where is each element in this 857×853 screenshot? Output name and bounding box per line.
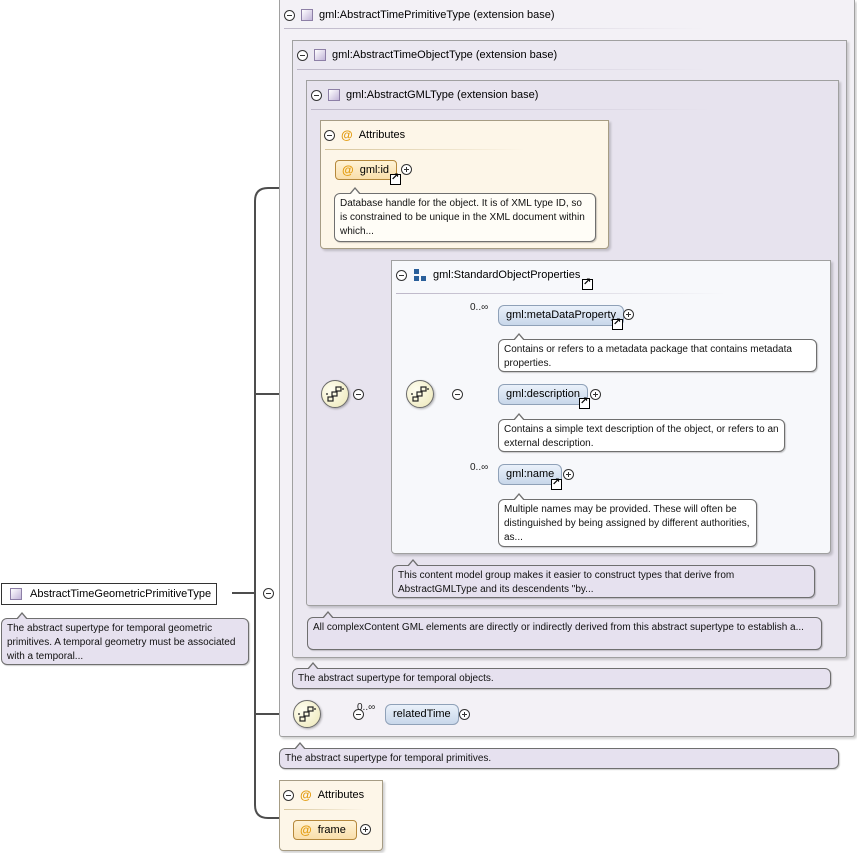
title-underline (325, 149, 525, 150)
group-doc: This content model group makes it easier… (392, 559, 815, 598)
group-title: gml:StandardObjectProperties (433, 269, 581, 281)
collapse-icon[interactable] (396, 269, 407, 281)
collapse-icon[interactable] (353, 709, 365, 720)
attribute-label: gml:id (359, 164, 390, 176)
extension-title: gml:AbstractTimePrimitiveType (extension… (319, 9, 555, 21)
sequence-compositor-icon[interactable] (321, 380, 349, 408)
cardinality-label: 0..∞ (470, 302, 489, 313)
extension-doc: The abstract supertype for temporal prim… (279, 742, 839, 769)
expand-icon[interactable] (563, 469, 574, 480)
collapse-icon[interactable] (283, 789, 294, 801)
extension-doc: All complexContent GML elements are dire… (307, 611, 822, 650)
element-related-time[interactable]: relatedTime (385, 704, 459, 725)
sequence-compositor-icon[interactable] (406, 380, 434, 408)
collapse-icon[interactable] (324, 129, 335, 141)
collapse-icon[interactable] (452, 389, 464, 400)
at-sign-icon: @ (300, 788, 312, 802)
extension-doc: The abstract supertype for temporal obje… (292, 662, 831, 689)
sequence-compositor-icon[interactable] (293, 700, 321, 728)
attribute-frame[interactable]: @ frame (293, 820, 357, 840)
extension-title: gml:AbstractTimeObjectType (extension ba… (332, 49, 558, 61)
collapse-icon[interactable] (284, 9, 295, 21)
attributes-title: Attributes (358, 129, 406, 141)
title-underline (284, 28, 704, 29)
element-metadata-property[interactable]: gml:metaDataProperty (498, 305, 625, 326)
expand-icon[interactable] (623, 309, 634, 320)
group-icon (414, 269, 426, 281)
expand-icon[interactable] (360, 824, 371, 835)
cardinality-label: 0..∞ (470, 462, 489, 473)
root-type-doc: The abstract supertype for temporal geom… (1, 612, 249, 665)
complex-type-icon (301, 9, 313, 21)
title-underline (311, 109, 711, 110)
attribute-doc: Database handle for the object. It is of… (334, 187, 596, 242)
title-underline (396, 293, 726, 294)
element-doc: Multiple names may be provided. These wi… (498, 493, 757, 547)
complex-type-icon (314, 49, 326, 61)
reference-arrow-icon (579, 396, 590, 409)
attributes-title: Attributes (317, 789, 365, 801)
collapse-icon[interactable] (353, 389, 364, 400)
element-doc: Contains a simple text description of th… (498, 413, 785, 452)
collapse-icon[interactable] (311, 89, 322, 101)
reference-arrow-icon (551, 477, 562, 490)
attribute-gml-id[interactable]: @ gml:id (335, 160, 397, 180)
extension-title: gml:AbstractGMLType (extension base) (346, 89, 539, 101)
complex-type-icon (10, 588, 22, 600)
at-sign-icon: @ (342, 163, 354, 177)
cardinality-label: 0..∞ (357, 702, 376, 713)
root-type-label: AbstractTimeGeometricPrimitiveType (30, 588, 212, 600)
title-underline (297, 69, 707, 70)
expand-icon[interactable] (590, 389, 601, 400)
reference-arrow-icon (582, 277, 593, 290)
expand-icon[interactable] (459, 709, 470, 720)
attribute-label: frame (317, 824, 346, 836)
element-name[interactable]: gml:name (498, 464, 563, 485)
expand-icon[interactable] (401, 164, 412, 175)
element-doc: Contains or refers to a metadata package… (498, 333, 817, 372)
attributes-group-bottom: @ Attributes (279, 780, 383, 851)
root-type-box[interactable]: AbstractTimeGeometricPrimitiveType (1, 583, 217, 605)
collapse-icon[interactable] (297, 49, 308, 61)
complex-type-icon (328, 89, 340, 101)
collapse-icon[interactable] (263, 588, 275, 599)
reference-arrow-icon (390, 172, 401, 185)
title-underline (284, 809, 364, 810)
at-sign-icon: @ (341, 128, 353, 142)
element-description[interactable]: gml:description (498, 384, 588, 405)
at-sign-icon: @ (300, 823, 312, 837)
reference-arrow-icon (612, 317, 623, 330)
